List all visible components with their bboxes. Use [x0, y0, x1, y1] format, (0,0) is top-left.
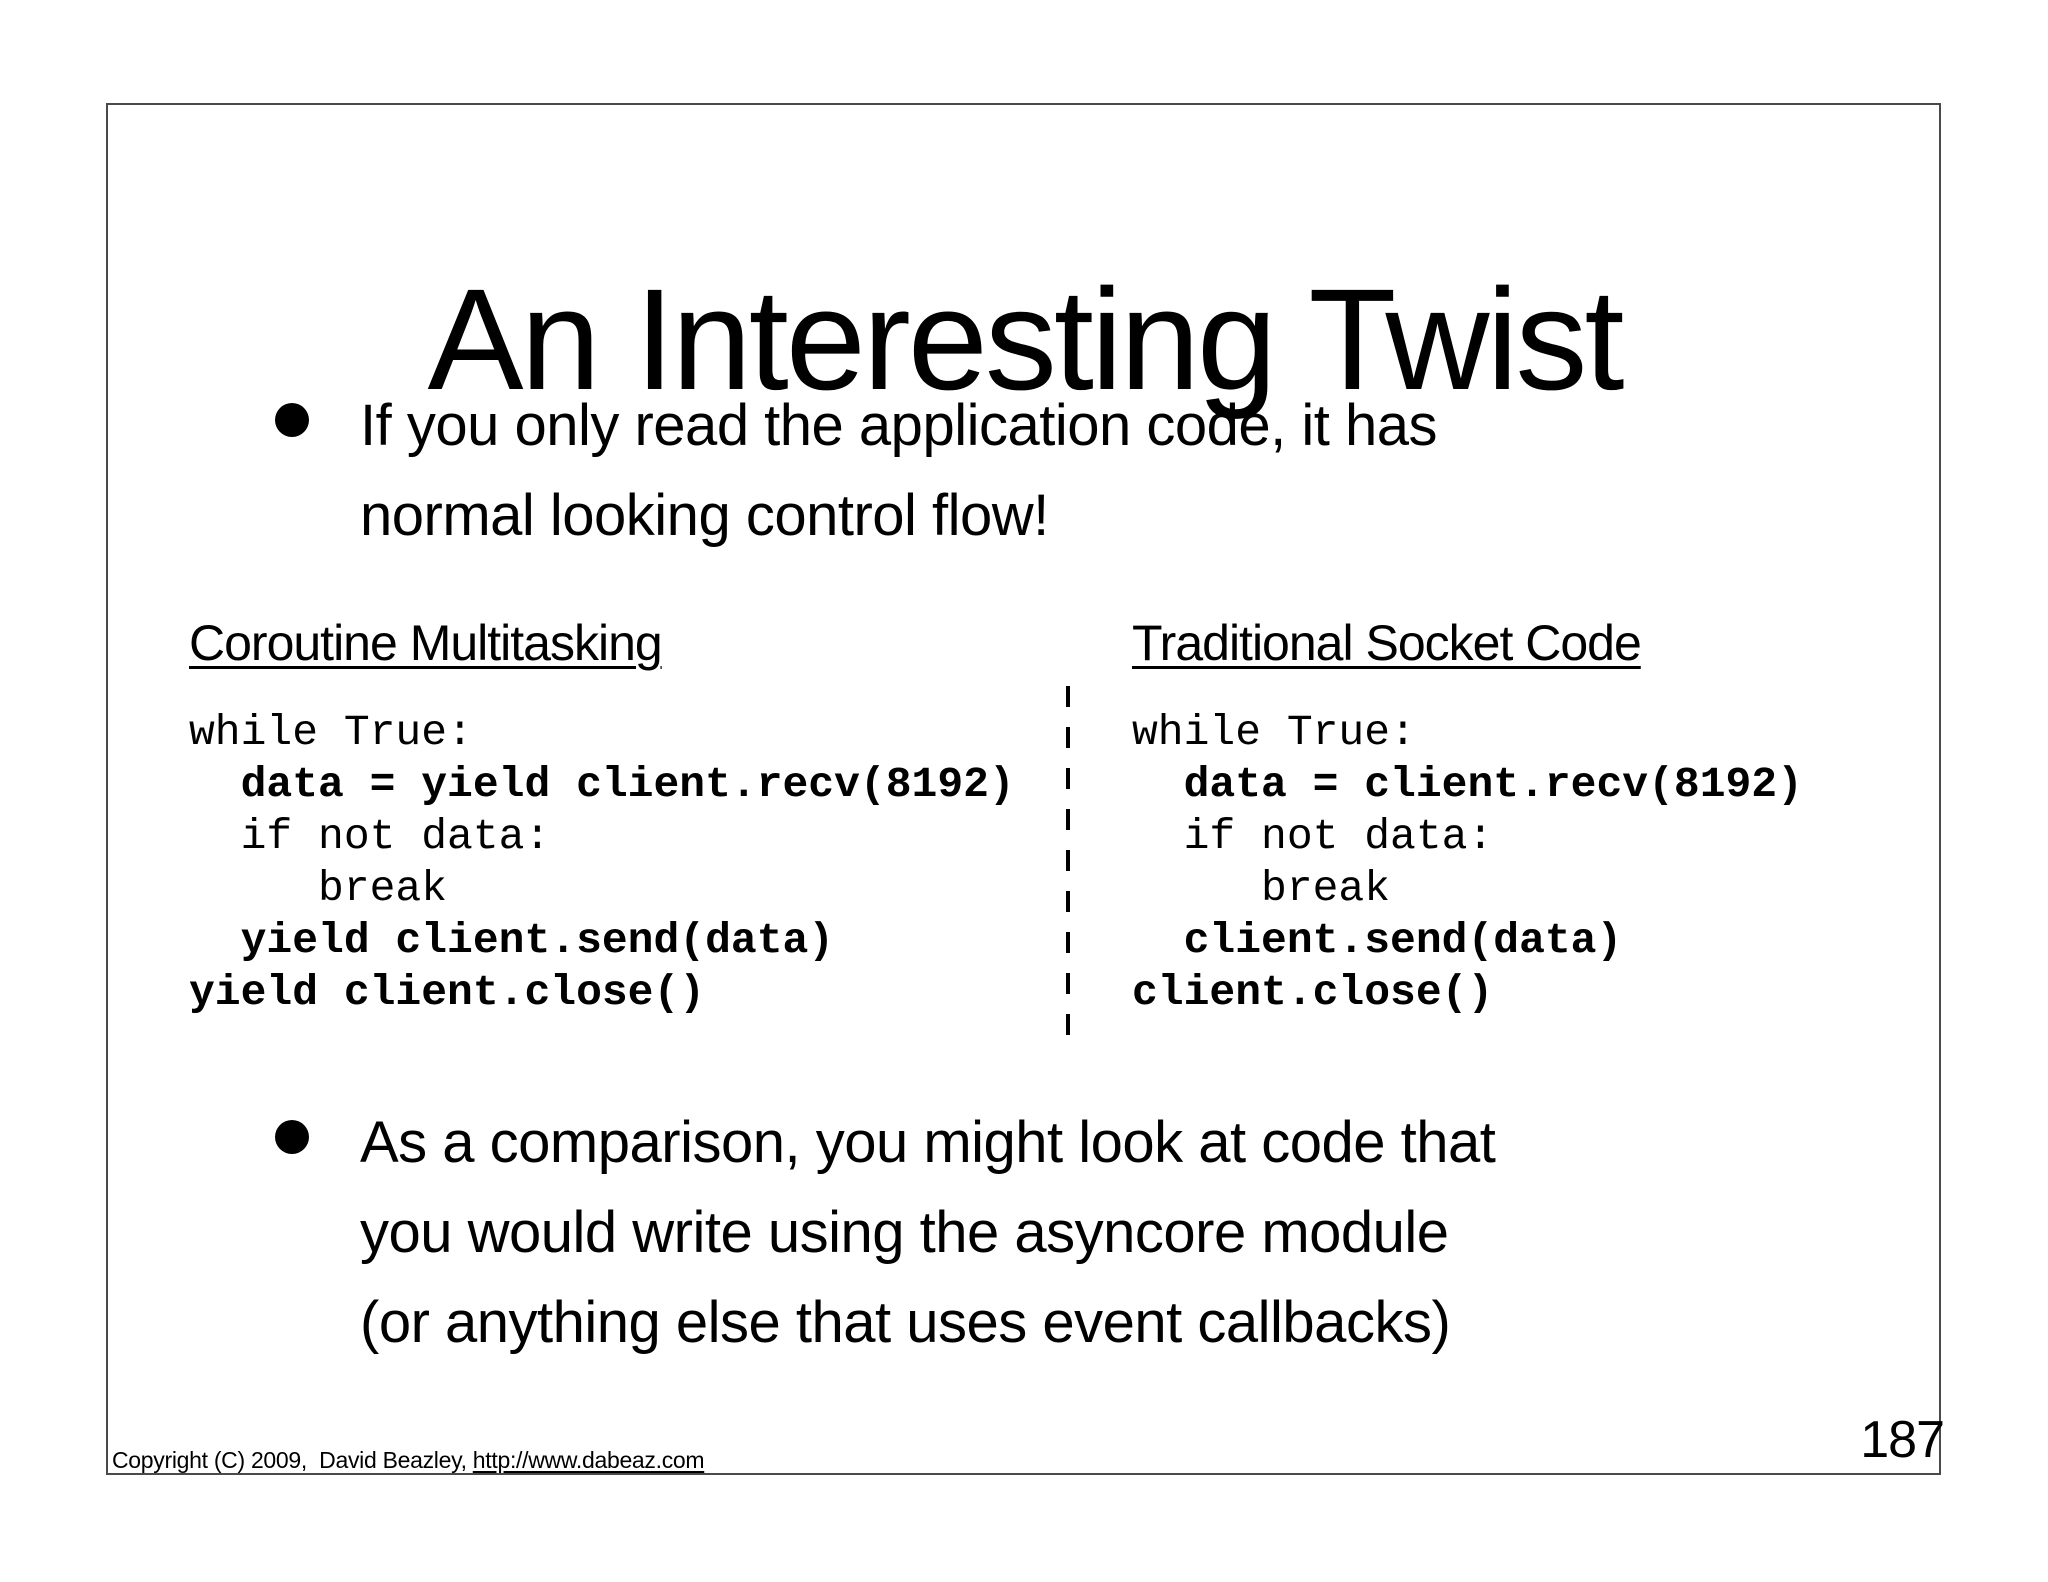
code-line: if not data:	[189, 812, 551, 861]
code-line: break	[189, 864, 448, 913]
bullet-2-line-3: (or anything else that uses event callba…	[360, 1290, 1451, 1355]
bullet-1-line-2: normal looking control flow!	[360, 483, 1049, 548]
code-line: client.send(data)	[1132, 916, 1623, 965]
left-column-heading: Coroutine Multitasking	[189, 615, 663, 671]
bullet-item-1: If you only read the application code, i…	[275, 381, 1437, 561]
socket-code-block: while True: data = client.recv(8192) if …	[1132, 707, 1803, 1019]
code-line: client.close()	[1132, 968, 1494, 1017]
bullet-2-text: As a comparison, you might look at code …	[360, 1098, 1496, 1368]
copyright-text: Copyright (C) 2009, David Beazley,	[112, 1447, 473, 1473]
code-line: while True:	[1132, 708, 1416, 757]
code-line: data = client.recv(8192)	[1132, 760, 1803, 809]
code-line: data = yield client.recv(8192)	[189, 760, 1015, 809]
bullet-2-line-2: you would write using the asyncore modul…	[360, 1200, 1449, 1265]
page-number: 187	[1860, 1411, 1945, 1469]
coroutine-code-block: while True: data = yield client.recv(819…	[189, 707, 1015, 1019]
code-line: yield client.send(data)	[189, 916, 835, 965]
slide-title: An Interesting Twist	[427, 259, 1625, 421]
column-divider	[1066, 686, 1070, 1052]
bullet-2-line-1: As a comparison, you might look at code …	[360, 1110, 1496, 1175]
bullet-item-2: As a comparison, you might look at code …	[275, 1098, 1496, 1368]
bullet-1-line-1: If you only read the application code, i…	[360, 393, 1437, 458]
bullet-icon	[275, 403, 309, 437]
dabeaz-link[interactable]: http://www.dabeaz.com	[472, 1447, 705, 1473]
slide-border	[106, 103, 1941, 1475]
code-line: while True:	[189, 708, 473, 757]
bullet-icon	[275, 1120, 309, 1154]
right-column-heading: Traditional Socket Code	[1132, 615, 1642, 671]
bullet-1-text: If you only read the application code, i…	[360, 381, 1437, 561]
copyright-footer: Copyright (C) 2009, David Beazley, http:…	[112, 1447, 705, 1474]
code-line: break	[1132, 864, 1391, 913]
code-line: yield client.close()	[189, 968, 706, 1017]
code-line: if not data:	[1132, 812, 1494, 861]
